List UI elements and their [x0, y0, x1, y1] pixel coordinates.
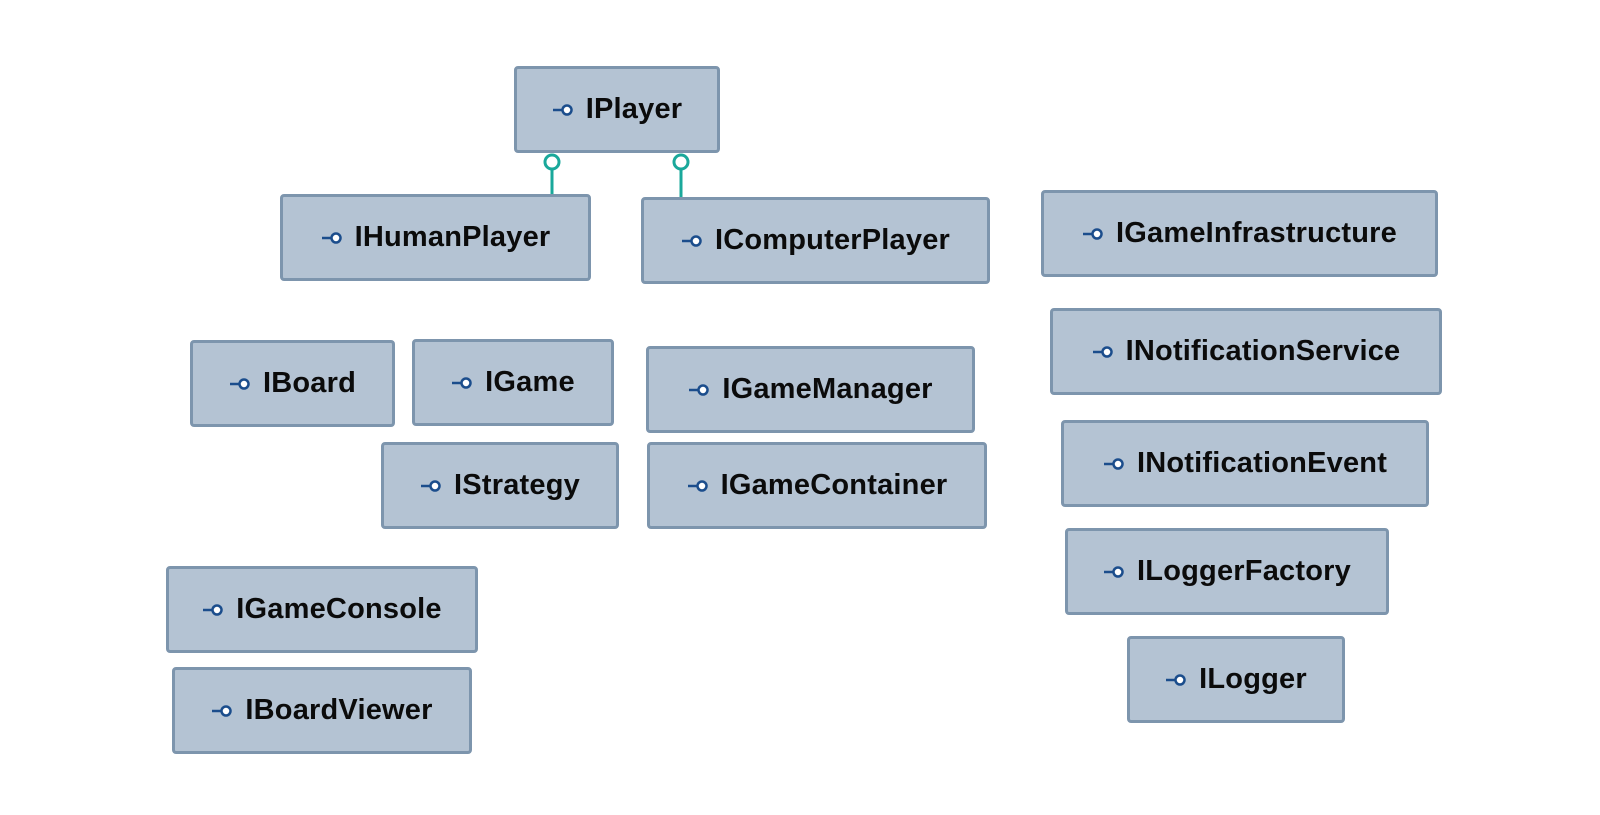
- interface-name: IGameContainer: [720, 469, 948, 501]
- interface-lollipop-icon: [1092, 345, 1114, 359]
- interface-lollipop-icon: [420, 479, 442, 493]
- interface-name: IGameManager: [722, 373, 933, 405]
- interface-ihumanplayer[interactable]: IHumanPlayer: [280, 194, 591, 281]
- interface-lollipop-icon: [451, 376, 473, 390]
- interface-name: IStrategy: [454, 469, 580, 501]
- interface-name: IComputerPlayer: [714, 224, 951, 256]
- interface-icomputerplayer[interactable]: IComputerPlayer: [641, 197, 990, 284]
- interface-lollipop-icon: [1103, 565, 1125, 579]
- interface-name: IBoard: [262, 367, 357, 399]
- interface-lollipop-icon: [321, 231, 343, 245]
- interface-iboardviewer[interactable]: IBoardViewer: [172, 667, 472, 754]
- interface-lollipop-icon: [1082, 227, 1104, 241]
- interface-iboard[interactable]: IBoard: [190, 340, 395, 427]
- interface-istrategy[interactable]: IStrategy: [381, 442, 619, 529]
- interface-name: INotificationEvent: [1136, 447, 1388, 479]
- interface-ilogger[interactable]: ILogger: [1127, 636, 1345, 723]
- interface-inotificationevent[interactable]: INotificationEvent: [1061, 420, 1429, 507]
- interface-igamecontainer[interactable]: IGameContainer: [647, 442, 987, 529]
- interface-igame[interactable]: IGame: [412, 339, 614, 426]
- interface-name: IHumanPlayer: [354, 221, 551, 253]
- interface-name: ILoggerFactory: [1137, 555, 1351, 587]
- interface-name: IGame: [485, 366, 575, 398]
- interface-lollipop-icon: [1165, 673, 1187, 687]
- interface-name: ILogger: [1199, 663, 1307, 695]
- interface-lollipop-icon: [681, 234, 703, 248]
- connector-ihumanplayer-iplayer: [543, 153, 561, 195]
- interface-igameinfrastructure[interactable]: IGameInfrastructure: [1041, 190, 1438, 277]
- interface-lollipop-icon: [688, 383, 710, 397]
- interface-lollipop-icon: [229, 377, 251, 391]
- interface-iloggerfactory[interactable]: ILoggerFactory: [1065, 528, 1389, 615]
- interface-lollipop-icon: [1103, 457, 1125, 471]
- interface-lollipop-icon: [552, 103, 574, 117]
- interface-name: IGameInfrastructure: [1116, 217, 1397, 249]
- interface-igamemanager[interactable]: IGameManager: [646, 346, 975, 433]
- interface-name: IBoardViewer: [245, 694, 433, 726]
- connector-icomputerplayer-iplayer: [672, 153, 690, 198]
- interface-inotificationservice[interactable]: INotificationService: [1050, 308, 1442, 395]
- interface-name: INotificationService: [1125, 335, 1401, 367]
- interface-lollipop-icon: [687, 479, 709, 493]
- interface-igameconsole[interactable]: IGameConsole: [166, 566, 478, 653]
- interface-lollipop-icon: [202, 603, 224, 617]
- interface-name: IGameConsole: [236, 593, 442, 625]
- interface-lollipop-icon: [211, 704, 233, 718]
- interface-iplayer[interactable]: IPlayer: [514, 66, 720, 153]
- interface-name: IPlayer: [585, 93, 683, 125]
